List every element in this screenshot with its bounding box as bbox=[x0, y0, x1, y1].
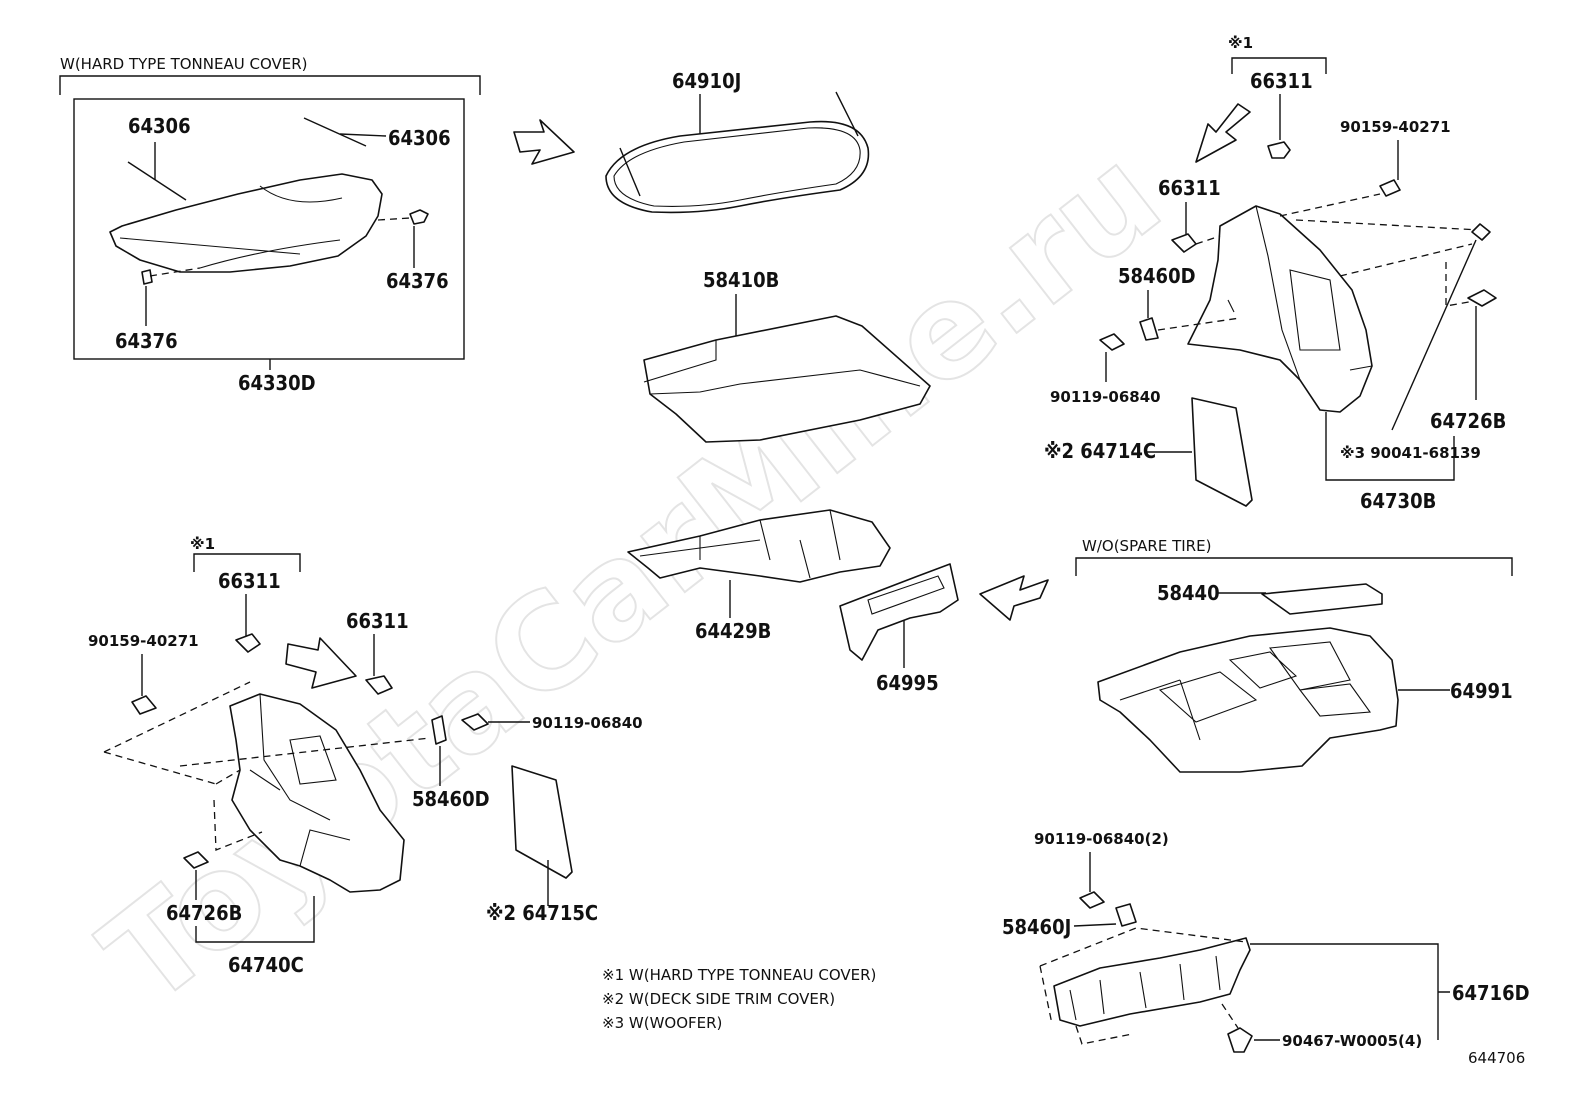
clip-66311-l1 bbox=[235, 633, 261, 653]
part-58460D-r: 58460D bbox=[1118, 264, 1196, 288]
part-64376-a: 64376 bbox=[115, 329, 178, 353]
tonneau-cover-board bbox=[109, 173, 383, 273]
leader-64306-b bbox=[339, 133, 387, 137]
part-90119-r: 90119-06840 bbox=[1050, 388, 1161, 406]
dash-left-trim bbox=[103, 681, 431, 851]
clip-64376-left bbox=[141, 269, 153, 285]
rear-right-side-trim bbox=[1187, 205, 1373, 413]
dash-clip-left bbox=[149, 267, 201, 277]
bracket-64740C bbox=[195, 896, 315, 943]
note-2: ※2 W(DECK SIDE TRIM COVER) bbox=[602, 990, 835, 1008]
group-label-hard-cover: W(HARD TYPE TONNEAU COVER) bbox=[60, 55, 308, 73]
bolt-90119-l bbox=[461, 713, 489, 731]
clip-64376-right bbox=[409, 209, 429, 225]
bolt-90119-b bbox=[1079, 891, 1105, 909]
part-64910J: 64910J bbox=[672, 69, 741, 93]
dash-clip-right bbox=[377, 217, 411, 221]
luggage-tray bbox=[627, 509, 891, 583]
clip-58460D-l bbox=[431, 715, 447, 745]
cover-rod-left bbox=[127, 161, 187, 201]
bolt-90041 bbox=[1471, 223, 1491, 241]
part-64429B: 64429B bbox=[695, 619, 771, 643]
clip-58460J bbox=[1115, 903, 1137, 927]
part-66311-l1: 66311 bbox=[218, 569, 281, 593]
group-bracket-spare-tire bbox=[1075, 557, 1513, 576]
deck-side-cover bbox=[839, 563, 959, 661]
part-64716D: 64716D bbox=[1452, 981, 1530, 1005]
part-58440: 58440 bbox=[1157, 581, 1220, 605]
box-tonneau-cover bbox=[73, 98, 465, 360]
part-64714C: ※2 64714C bbox=[1044, 439, 1156, 463]
part-64726B-l: 64726B bbox=[166, 901, 242, 925]
note-3: ※3 W(WOOFER) bbox=[602, 1014, 722, 1032]
diagram-id: 644706 bbox=[1468, 1049, 1525, 1067]
part-64306-a: 64306 bbox=[128, 114, 191, 138]
arrow-right-top bbox=[513, 119, 575, 165]
deck-side-trim-cover-right bbox=[1191, 397, 1253, 507]
cargo-net bbox=[605, 91, 870, 214]
part-64715C: ※2 64715C bbox=[486, 901, 598, 925]
bracket-66311-right bbox=[1231, 57, 1327, 74]
part-64995: 64995 bbox=[876, 671, 939, 695]
rear-floor-trim-64716D bbox=[1053, 937, 1251, 1027]
note-mark-left: ※1 bbox=[190, 535, 215, 553]
part-64330D: 64330D bbox=[238, 371, 316, 395]
part-64991: 64991 bbox=[1450, 679, 1513, 703]
part-58460D-l: 58460D bbox=[412, 787, 490, 811]
part-66311-r1: 66311 bbox=[1250, 69, 1313, 93]
part-66311-r2: 66311 bbox=[1158, 176, 1221, 200]
clip-58460D-r bbox=[1139, 317, 1159, 341]
part-64376-b: 64376 bbox=[386, 269, 449, 293]
tray-lid-58440 bbox=[1261, 583, 1383, 615]
clip-64726B-r bbox=[1467, 289, 1497, 307]
part-66311-l2: 66311 bbox=[346, 609, 409, 633]
dash-rear-trim bbox=[1039, 927, 1247, 1045]
part-58460J: 58460J bbox=[1002, 915, 1071, 939]
spare-tire-tray-64991 bbox=[1097, 627, 1399, 773]
part-58410B: 58410B bbox=[703, 268, 779, 292]
part-90119-l: 90119-06840 bbox=[532, 714, 643, 732]
note-mark-right: ※1 bbox=[1228, 34, 1253, 52]
dash-right-trim bbox=[1157, 193, 1481, 331]
part-90159-r: 90159-40271 bbox=[1340, 118, 1451, 136]
part-64306-b: 64306 bbox=[388, 126, 451, 150]
note-1: ※1 W(HARD TYPE TONNEAU COVER) bbox=[602, 966, 876, 984]
rear-left-side-trim bbox=[229, 693, 405, 893]
clip-66311-l2 bbox=[365, 675, 393, 695]
cover-rod-right bbox=[303, 117, 367, 147]
deck-side-trim-cover-left bbox=[511, 765, 573, 879]
part-90159-l: 90159-40271 bbox=[88, 632, 199, 650]
leader-58460J bbox=[1073, 923, 1117, 927]
group-label-spare-tire: W/O(SPARE TIRE) bbox=[1082, 537, 1211, 555]
arrow-down-left-right bbox=[1195, 103, 1251, 163]
part-90119-b: 90119-06840(2) bbox=[1034, 830, 1169, 848]
bracket-64716D bbox=[1250, 943, 1450, 1040]
leader-90041 bbox=[1391, 239, 1477, 431]
bolt-90159-r bbox=[1379, 179, 1401, 197]
part-90041: ※3 90041-68139 bbox=[1340, 444, 1481, 462]
bracket-64730B bbox=[1325, 412, 1455, 481]
clip-90467 bbox=[1227, 1027, 1253, 1053]
part-64730B: 64730B bbox=[1360, 489, 1436, 513]
arrow-right-left bbox=[285, 637, 357, 689]
arrow-left-mid bbox=[979, 575, 1049, 621]
bolt-90119-r bbox=[1099, 333, 1125, 351]
group-bracket-hard-cover bbox=[59, 75, 481, 95]
clip-64726B-l bbox=[183, 851, 209, 869]
part-90467: 90467-W0005(4) bbox=[1282, 1032, 1422, 1050]
clip-66311-r1 bbox=[1267, 141, 1291, 159]
deck-board bbox=[643, 315, 931, 443]
part-64740C: 64740C bbox=[228, 953, 304, 977]
bolt-90159-l bbox=[131, 695, 157, 715]
part-64726B-r: 64726B bbox=[1430, 409, 1506, 433]
bracket-66311-left bbox=[193, 553, 301, 572]
